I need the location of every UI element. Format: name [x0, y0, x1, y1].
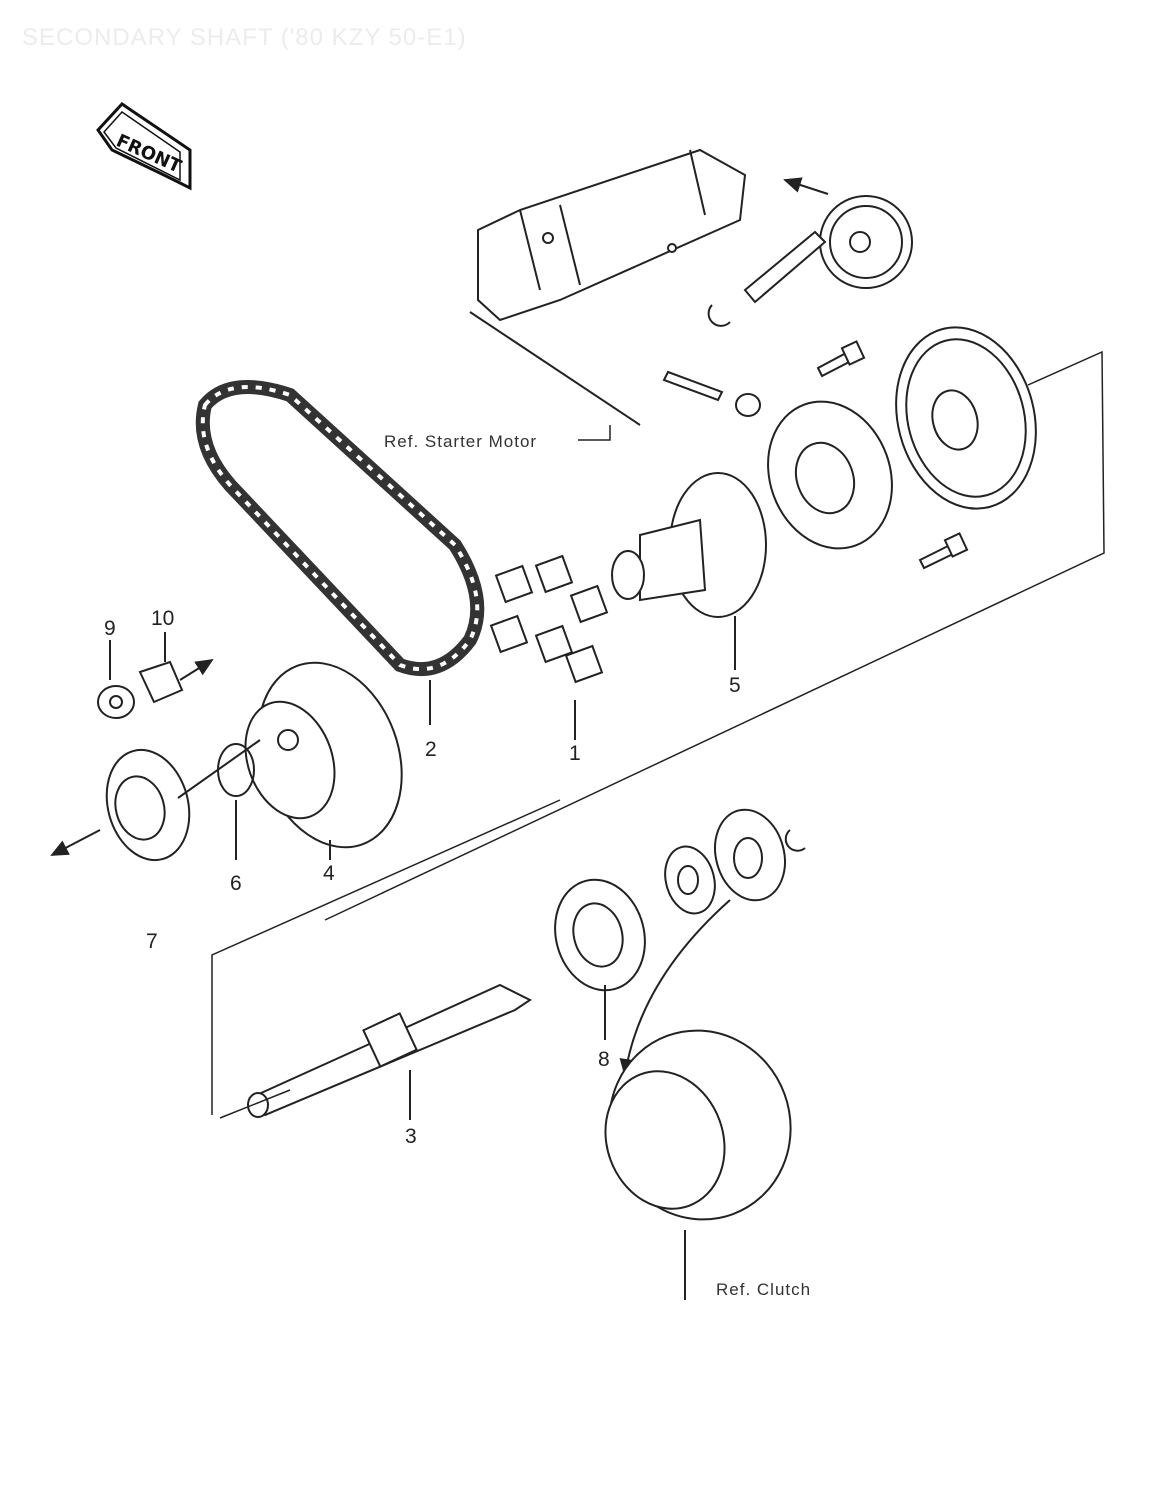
part-5-hub — [611, 472, 767, 670]
clutch-gear — [604, 1029, 792, 1300]
small-gear — [619, 808, 806, 1077]
part-4-gear — [244, 661, 403, 860]
part-2-chain — [195, 380, 485, 725]
ref-starter-motor: Ref. Starter Motor — [384, 432, 538, 451]
starter-clutch-plate — [767, 400, 893, 550]
part-label-4: 4 — [323, 862, 335, 885]
part-label-7: 7 — [146, 930, 158, 953]
part-7-bearing — [50, 739, 261, 862]
starter-sprocket — [783, 177, 913, 289]
ref-starter-leader — [578, 425, 611, 441]
part-1-rollers — [489, 554, 609, 740]
part-8-bearing — [554, 878, 646, 1040]
front-arrow-icon: FRONT — [96, 102, 192, 191]
part-3-shaft — [247, 983, 532, 1120]
part-label-5: 5 — [729, 674, 741, 697]
part-10-collar — [138, 632, 214, 704]
part-label-9: 9 — [104, 617, 116, 640]
page-title: SECONDARY SHAFT ('80 KZY 50-E1) — [22, 24, 467, 51]
pin-and-roller — [662, 370, 761, 417]
part-label-8: 8 — [598, 1048, 610, 1071]
idler-shaft — [707, 230, 827, 327]
starter-gear-large — [895, 326, 1037, 510]
bolt-upper — [816, 340, 866, 378]
bracket-line-lower — [211, 799, 561, 1119]
part-9-nut — [97, 640, 135, 719]
part-label-6: 6 — [230, 872, 242, 895]
bracket-line-upper — [324, 350, 1105, 921]
bolt-lower — [918, 532, 969, 570]
ref-clutch: Ref. Clutch — [716, 1280, 812, 1299]
washer — [664, 845, 716, 915]
part-label-3: 3 — [405, 1125, 417, 1148]
starter-motor — [469, 148, 747, 426]
part-label-10: 10 — [151, 607, 175, 630]
part-label-1: 1 — [569, 742, 581, 765]
part-label-2: 2 — [425, 738, 437, 761]
